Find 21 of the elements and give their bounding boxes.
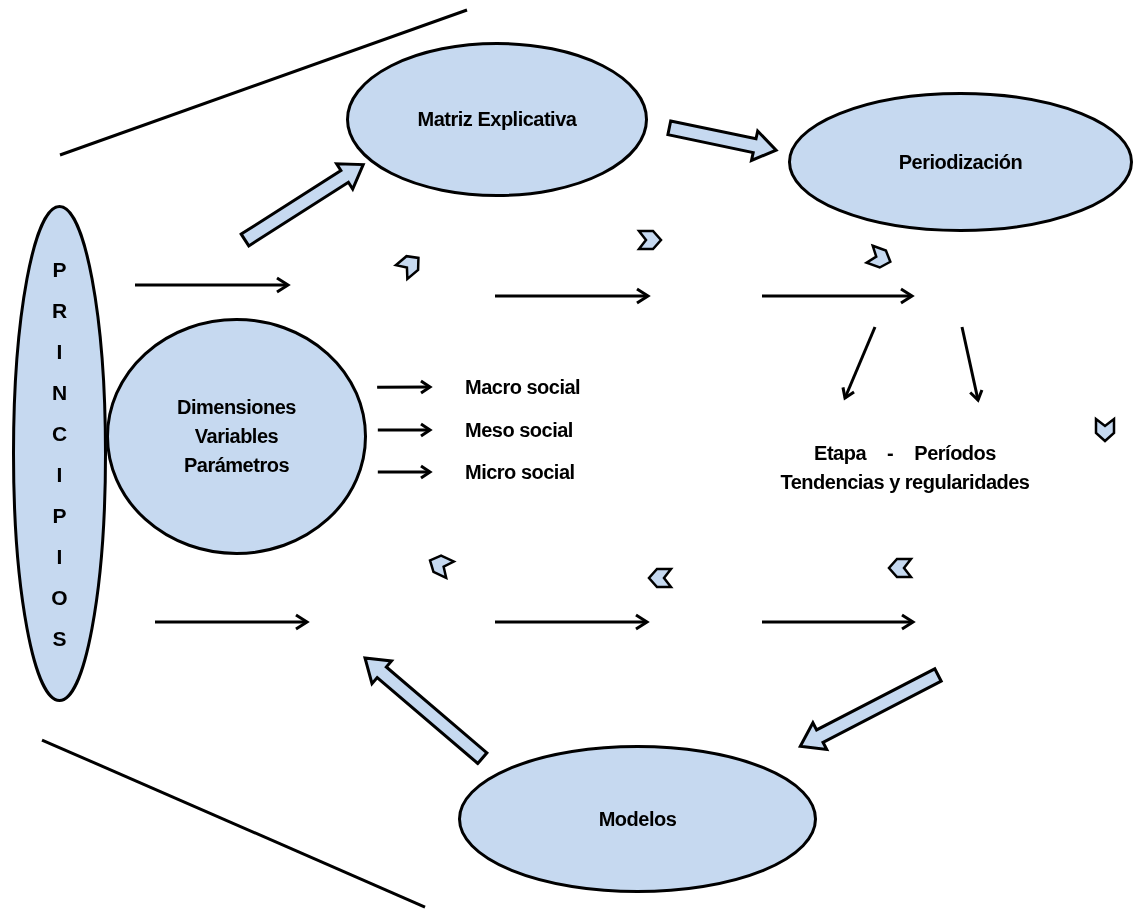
- block-arrow: [362, 656, 489, 766]
- term-label: Tendencias y regularidades: [780, 470, 1030, 495]
- block-arrow: [666, 119, 779, 163]
- term-label: Etapa - Períodos: [814, 441, 996, 466]
- term-label: Meso social: [465, 417, 573, 443]
- node-label: Parámetros: [183, 453, 290, 478]
- arrow: [841, 326, 877, 400]
- arrow: [377, 464, 432, 480]
- block-arrow: [239, 162, 366, 248]
- term-label: Macro social: [465, 374, 581, 400]
- term-label: Micro social: [465, 459, 575, 485]
- block-arrow: [797, 666, 944, 752]
- node-label: Matriz Explicativa: [417, 107, 577, 132]
- arrow: [960, 326, 984, 402]
- node-label: Variables: [194, 424, 279, 449]
- vertical-label: PRINCIPIOS: [51, 256, 68, 652]
- arrow: [377, 422, 432, 438]
- node-label: Periodización: [898, 149, 1023, 175]
- arrow: [377, 379, 432, 395]
- node-label: Dimensiones: [177, 395, 296, 420]
- node-label: Modelos: [598, 806, 677, 832]
